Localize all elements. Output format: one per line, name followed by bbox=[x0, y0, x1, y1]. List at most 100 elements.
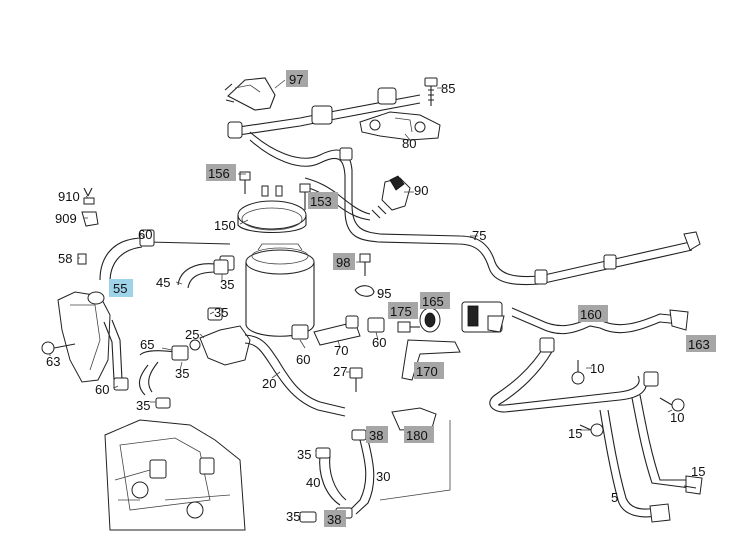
callout-58: 58 bbox=[58, 251, 72, 266]
callout-box-156 bbox=[206, 164, 236, 181]
callout-60-top: 60 bbox=[138, 227, 152, 242]
fitting-25 bbox=[199, 325, 251, 366]
callout-38-b: 38 bbox=[327, 512, 341, 527]
callout-80: 80 bbox=[402, 136, 416, 151]
bolt-15a bbox=[579, 423, 604, 437]
callout-35-d: 35 bbox=[136, 398, 150, 413]
callout-98: 98 bbox=[336, 255, 350, 270]
callout-10-b: 10 bbox=[670, 410, 684, 425]
return-line-75 bbox=[249, 131, 691, 278]
hose-60 bbox=[99, 237, 141, 281]
callout-165: 165 bbox=[422, 294, 444, 309]
callout-40: 40 bbox=[306, 475, 320, 490]
fuel-rail-assembly bbox=[224, 77, 421, 139]
leader-lines bbox=[49, 79, 673, 454]
callout-60-right: 60 bbox=[372, 335, 386, 350]
callout-45: 45 bbox=[156, 275, 170, 290]
callout-85: 85 bbox=[441, 81, 455, 96]
line-end-connector bbox=[683, 231, 701, 251]
callout-35-a: 35 bbox=[220, 277, 234, 292]
clip bbox=[339, 147, 353, 161]
callout-25: 25 bbox=[185, 327, 199, 342]
callout-box-98 bbox=[333, 253, 355, 270]
connector-163 bbox=[669, 309, 689, 331]
callout-15-a: 15 bbox=[568, 426, 582, 441]
callout-75: 75 bbox=[472, 228, 486, 243]
callout-175: 175 bbox=[390, 304, 412, 319]
callout-97: 97 bbox=[289, 72, 303, 87]
pipe-assembly-5 bbox=[489, 337, 703, 523]
callout-38-a: 38 bbox=[369, 428, 383, 443]
callout-27: 27 bbox=[333, 364, 347, 379]
callout-35-e: 35 bbox=[297, 447, 311, 462]
callout-box-97 bbox=[286, 70, 308, 87]
callout-90: 90 bbox=[414, 183, 428, 198]
clip-95 bbox=[354, 285, 375, 297]
callout-60-bottom: 60 bbox=[95, 382, 109, 397]
bolt-156 bbox=[239, 171, 251, 194]
fuel-filter bbox=[219, 243, 315, 337]
filter-bracket-150 bbox=[237, 185, 307, 233]
clamp-35 bbox=[207, 307, 223, 321]
callout-box-153 bbox=[308, 192, 338, 209]
callout-box-55 bbox=[109, 279, 133, 297]
callout-163: 163 bbox=[688, 337, 710, 352]
hose-45 bbox=[177, 263, 216, 286]
hose-30 bbox=[349, 439, 367, 511]
sensor-910 bbox=[83, 187, 95, 205]
callout-156: 156 bbox=[208, 166, 230, 181]
bolt-15b bbox=[683, 485, 697, 489]
fuel-pipe-20 bbox=[244, 334, 346, 409]
callout-160: 160 bbox=[580, 307, 602, 322]
clamp-60 bbox=[291, 324, 309, 340]
bolt-85 bbox=[424, 77, 438, 106]
clip-38 bbox=[351, 429, 367, 441]
callout-35-b: 35 bbox=[214, 305, 228, 320]
clip-180 bbox=[391, 407, 437, 431]
callout-5: 5 bbox=[611, 490, 618, 505]
bolt-153 bbox=[299, 183, 311, 210]
clamp-35 bbox=[315, 447, 331, 459]
callout-909: 909 bbox=[55, 211, 77, 226]
callout-20: 20 bbox=[262, 376, 276, 391]
callout-15-b: 15 bbox=[691, 464, 705, 479]
callout-box-175 bbox=[388, 302, 418, 319]
callout-70: 70 bbox=[334, 343, 348, 358]
callout-labels: 97 85 80 156 153 90 150 910 909 60 75 58… bbox=[46, 70, 716, 527]
bolt-10b bbox=[659, 397, 685, 412]
clamp-60 bbox=[367, 317, 385, 333]
callout-35-c: 35 bbox=[175, 366, 189, 381]
component-175 bbox=[397, 321, 420, 333]
callout-box-165 bbox=[420, 292, 450, 309]
callout-65: 65 bbox=[140, 337, 154, 352]
callout-55: 55 bbox=[113, 281, 127, 296]
bolt-98 bbox=[359, 253, 371, 276]
callout-10-a: 10 bbox=[590, 361, 604, 376]
plug-58 bbox=[77, 253, 87, 265]
pressure-valve-90 bbox=[371, 175, 411, 219]
bolt-10a bbox=[571, 360, 585, 385]
clip bbox=[534, 269, 548, 285]
callout-180: 180 bbox=[406, 428, 428, 443]
callout-35-f: 35 bbox=[286, 509, 300, 524]
bolt-63 bbox=[41, 341, 76, 355]
callout-box-170 bbox=[414, 362, 444, 379]
callout-box-38-a bbox=[366, 426, 388, 443]
callout-60-mid: 60 bbox=[296, 352, 310, 367]
callout-153: 153 bbox=[310, 194, 332, 209]
callout-30: 30 bbox=[376, 469, 390, 484]
callout-150: 150 bbox=[214, 218, 236, 233]
hose-65 bbox=[139, 350, 176, 356]
callout-box-180 bbox=[404, 426, 434, 443]
high-pressure-pump bbox=[104, 419, 246, 531]
callout-910: 910 bbox=[58, 189, 80, 204]
clamp-35 bbox=[299, 511, 317, 523]
callout-63: 63 bbox=[46, 354, 60, 369]
callout-170: 170 bbox=[416, 364, 438, 379]
bolt-27 bbox=[349, 367, 363, 392]
callout-95: 95 bbox=[377, 286, 391, 301]
callout-box-38-b bbox=[324, 510, 346, 527]
hose-40 bbox=[319, 454, 341, 506]
